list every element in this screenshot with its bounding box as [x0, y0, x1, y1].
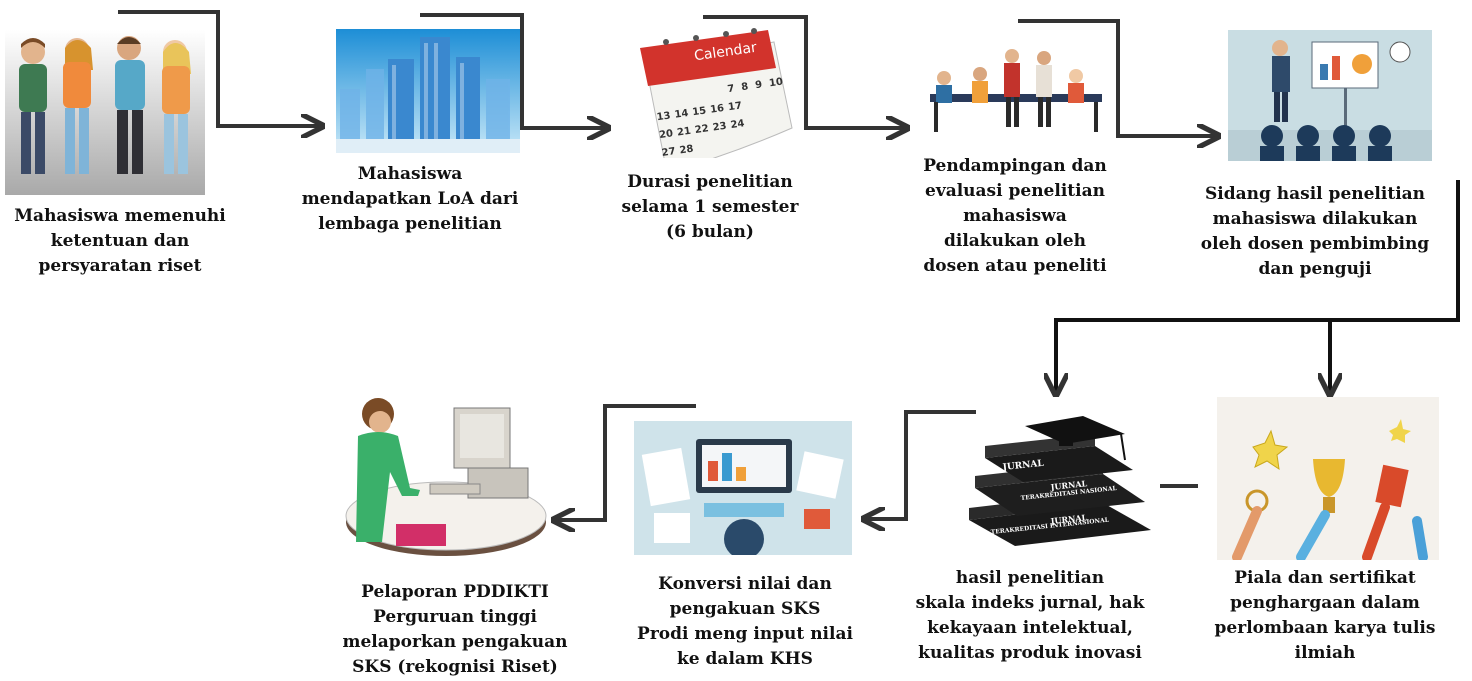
- svg-text:15: 15: [692, 105, 707, 118]
- presentation-illustration: [1228, 30, 1432, 161]
- svg-text:8: 8: [741, 81, 749, 93]
- book-label-1: JURNAL: [1001, 459, 1045, 473]
- book-label-4: JURNAL: [1049, 512, 1088, 526]
- svg-text:24: 24: [730, 118, 745, 131]
- arrow-s4-s5: [1018, 19, 1216, 136]
- calendar-illustration: Calendar 7 8 9 10 13 14 15 16 17 20 21 2…: [626, 28, 802, 158]
- svg-text:16: 16: [710, 103, 725, 116]
- svg-text:20: 20: [659, 128, 674, 141]
- woman-computer-illustration: [338, 392, 548, 564]
- trophy-certificate-illustration: [1217, 397, 1439, 560]
- journal-books-illustration: JURNAL JURNAL TERAKREDITASI NASIONAL JUR…: [955, 412, 1155, 546]
- svg-text:28: 28: [679, 144, 694, 157]
- svg-text:7: 7: [727, 83, 735, 95]
- arrow-s8-s9: [556, 404, 696, 520]
- arrow-s5-s7: [1056, 180, 1460, 392]
- svg-text:10: 10: [768, 76, 783, 89]
- svg-text:14: 14: [674, 108, 689, 121]
- svg-text:13: 13: [656, 110, 671, 123]
- svg-text:9: 9: [755, 79, 763, 91]
- svg-text:17: 17: [727, 100, 742, 113]
- arrow-s7-s8: [866, 410, 976, 519]
- svg-text:23: 23: [712, 121, 727, 134]
- arrow-s3-s4: [703, 15, 905, 128]
- students-illustration: [5, 30, 205, 195]
- svg-text:27: 27: [661, 146, 676, 158]
- arrow-s2-s3: [420, 13, 606, 128]
- meeting-illustration: [920, 44, 1110, 136]
- workspace-illustration: [634, 421, 852, 555]
- city-buildings-illustration: [336, 29, 520, 153]
- svg-text:22: 22: [694, 123, 709, 136]
- svg-text:21: 21: [676, 126, 691, 139]
- arrow-s1-s2: [118, 10, 320, 126]
- book-label-2: JURNAL: [1049, 478, 1088, 492]
